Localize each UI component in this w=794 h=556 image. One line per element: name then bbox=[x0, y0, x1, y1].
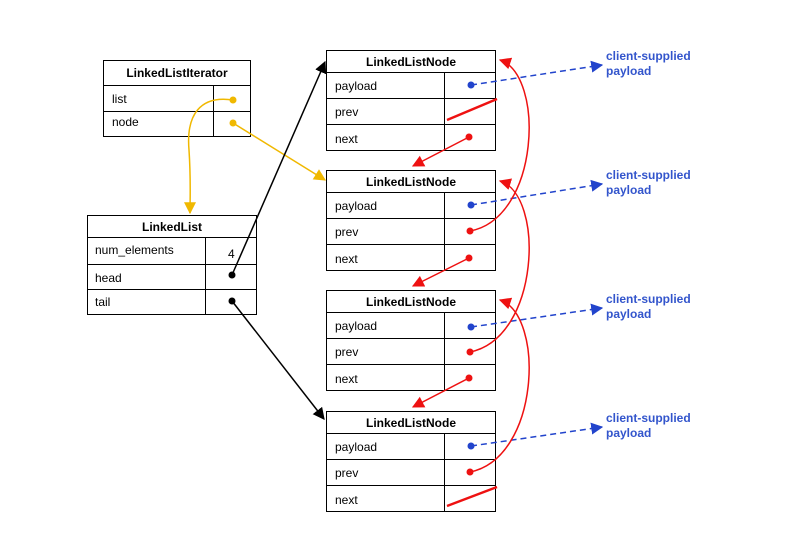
node-row-next: next bbox=[327, 125, 495, 150]
node-row-payload: payload bbox=[327, 313, 495, 339]
linkedlist-field-tail: tail bbox=[95, 295, 111, 309]
node-value-cell-next bbox=[444, 125, 495, 150]
node-value-cell-prev bbox=[444, 339, 495, 364]
client-payload-label-2: client-supplied payload bbox=[606, 168, 716, 198]
node-value-cell-prev bbox=[444, 99, 495, 124]
iterator-row-list: list bbox=[104, 86, 250, 112]
iterator-value-cell-node bbox=[213, 112, 250, 136]
linkedlist-row-num-elements: num_elements 4 bbox=[88, 238, 256, 265]
iterator-field-list: list bbox=[112, 92, 127, 106]
client-payload-line2: payload bbox=[606, 183, 652, 197]
node-box-1: LinkedListNode payload prev next bbox=[326, 50, 496, 151]
iterator-title: LinkedListIterator bbox=[104, 61, 250, 86]
num-elements-value: 4 bbox=[228, 247, 235, 261]
client-payload-line2: payload bbox=[606, 307, 652, 321]
iterator-value-cell-list bbox=[213, 86, 250, 111]
node-field-prev: prev bbox=[335, 345, 359, 359]
node-row-payload: payload bbox=[327, 434, 495, 460]
linkedlist-field-head: head bbox=[95, 271, 122, 285]
node-row-prev: prev bbox=[327, 219, 495, 245]
linkedlist-value-cell-tail bbox=[205, 290, 256, 314]
client-payload-label-1: client-supplied payload bbox=[606, 49, 716, 79]
client-payload-line2: payload bbox=[606, 64, 652, 78]
linkedlist-box: LinkedList num_elements 4 head tail bbox=[87, 215, 257, 315]
node-value-cell-prev bbox=[444, 219, 495, 244]
node-field-next: next bbox=[335, 493, 358, 507]
node-title: LinkedListNode bbox=[327, 291, 495, 313]
node-value-cell-payload bbox=[444, 73, 495, 98]
node-row-payload: payload bbox=[327, 73, 495, 99]
client-payload-line1: client-supplied bbox=[606, 168, 691, 182]
node-field-payload: payload bbox=[335, 199, 378, 213]
tail-pointer bbox=[228, 297, 325, 420]
node-field-payload: payload bbox=[335, 440, 378, 454]
node-field-prev: prev bbox=[335, 466, 359, 480]
node-title: LinkedListNode bbox=[327, 51, 495, 73]
client-payload-line1: client-supplied bbox=[606, 49, 691, 63]
node-title: LinkedListNode bbox=[327, 171, 495, 193]
node-row-prev: prev bbox=[327, 99, 495, 125]
iterator-box: LinkedListIterator list node bbox=[103, 60, 251, 137]
node-value-cell-payload bbox=[444, 434, 495, 459]
linkedlist-row-tail: tail bbox=[88, 290, 256, 314]
linkedlist-field-num-elements: num_elements bbox=[95, 243, 174, 257]
node-field-prev: prev bbox=[335, 105, 359, 119]
client-payload-line1: client-supplied bbox=[606, 292, 691, 306]
node-field-payload: payload bbox=[335, 79, 378, 93]
client-payload-line2: payload bbox=[606, 426, 652, 440]
node-value-cell-prev bbox=[444, 460, 495, 485]
node-box-3: LinkedListNode payload prev next bbox=[326, 290, 496, 391]
node-field-next: next bbox=[335, 372, 358, 386]
client-payload-label-3: client-supplied payload bbox=[606, 292, 716, 322]
node-value-cell-payload bbox=[444, 313, 495, 338]
iterator-row-node: node bbox=[104, 112, 250, 136]
node-box-2: LinkedListNode payload prev next bbox=[326, 170, 496, 271]
node-value-cell-next bbox=[444, 486, 495, 511]
linkedlist-row-head: head bbox=[88, 265, 256, 290]
node-box-4: LinkedListNode payload prev next bbox=[326, 411, 496, 512]
node-row-next: next bbox=[327, 245, 495, 270]
node-value-cell-payload bbox=[444, 193, 495, 218]
node-field-next: next bbox=[335, 252, 358, 266]
node-value-cell-next bbox=[444, 245, 495, 270]
node-field-next: next bbox=[335, 132, 358, 146]
client-payload-label-4: client-supplied payload bbox=[606, 411, 716, 441]
iterator-field-node: node bbox=[112, 115, 139, 129]
linkedlist-title: LinkedList bbox=[88, 216, 256, 238]
linkedlist-value-cell-num-elements: 4 bbox=[205, 238, 256, 264]
client-payload-line1: client-supplied bbox=[606, 411, 691, 425]
node-row-next: next bbox=[327, 365, 495, 390]
node-row-prev: prev bbox=[327, 339, 495, 365]
node-row-next: next bbox=[327, 486, 495, 511]
node-value-cell-next bbox=[444, 365, 495, 390]
linkedlist-value-cell-head bbox=[205, 265, 256, 289]
node-row-prev: prev bbox=[327, 460, 495, 486]
node-field-prev: prev bbox=[335, 225, 359, 239]
node-row-payload: payload bbox=[327, 193, 495, 219]
node-title: LinkedListNode bbox=[327, 412, 495, 434]
node-field-payload: payload bbox=[335, 319, 378, 333]
